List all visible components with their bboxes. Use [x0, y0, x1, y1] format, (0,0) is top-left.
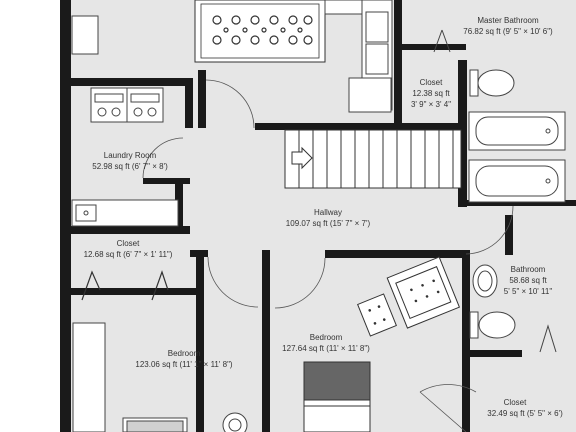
room-name-master-bathroom: Master Bathroom	[477, 16, 539, 25]
sofa-icon	[324, 0, 393, 113]
stairs-arrow-icon	[291, 146, 313, 170]
bathroom-fixtures	[469, 264, 557, 353]
room-area-bedroom-mid: 127.64 sq ft (11' × 11' 8")	[282, 344, 370, 353]
wall-master-left	[458, 60, 467, 207]
living-furniture	[71, 0, 393, 113]
sink-icon-bathroom	[472, 264, 498, 298]
stairs	[284, 129, 462, 189]
corridor-floor	[200, 255, 270, 432]
stairs-outline	[284, 129, 462, 189]
dryer-icon	[126, 87, 164, 123]
room-labels: Master Bathroom 76.82 sq ft (9' 5" × 10'…	[84, 16, 564, 418]
room-name-hallway: Hallway	[314, 208, 342, 217]
door-swing-laundry	[142, 137, 184, 179]
walls	[60, 0, 576, 432]
bathtub-icon	[468, 111, 566, 151]
wall-bathroom-bottom	[466, 350, 522, 357]
door-leaf-closet-bottom	[419, 391, 467, 432]
wall-laundry-right-stub	[143, 178, 190, 184]
master-bath-fixtures	[433, 29, 566, 203]
room-area-bedroom-left: 123.06 sq ft (11' 1" × 11' 8")	[135, 360, 233, 369]
room-area-hallway: 109.07 sq ft (15' 7" × 7')	[286, 219, 371, 228]
wall-left	[60, 0, 71, 432]
closet-left-fixtures	[81, 270, 169, 301]
wall-hall-left-stub	[190, 250, 208, 257]
wall-bathroom-left	[462, 255, 470, 432]
ottoman-icon	[357, 293, 397, 337]
rug-pattern	[212, 15, 313, 45]
room-name-closet-bottom: Closet	[504, 398, 527, 407]
room-area-laundry: 52.98 sq ft (6' 7" × 8')	[92, 162, 168, 171]
dresser	[72, 322, 106, 432]
room-name-laundry: Laundry Room	[104, 151, 157, 160]
room-area-closet-top-1: 12.38 sq ft	[412, 89, 450, 98]
wall-laundry-right-lower	[175, 178, 183, 228]
room-area-bathroom-2: 5' 5" × 10' 11"	[504, 287, 553, 296]
room-name-closet-top: Closet	[420, 78, 443, 87]
room-name-bathroom: Bathroom	[511, 265, 546, 274]
closet-bottom-floor	[466, 355, 576, 432]
wall-closet-top-mid	[396, 44, 466, 50]
door-swing-bedroom-left	[207, 256, 259, 308]
room-name-bedroom-mid: Bedroom	[310, 333, 343, 342]
wall-master-bottom	[466, 200, 576, 206]
wall-laundry-top	[60, 78, 190, 86]
wall-stairs-top	[255, 123, 460, 130]
room-area-closet-top-2: 3' 9" × 3' 4"	[411, 100, 451, 109]
hanger-icon-1	[81, 270, 101, 301]
doors	[142, 79, 514, 432]
room-area-closet-bottom: 32.49 sq ft (5' 5" × 6')	[487, 409, 563, 418]
wall-closet-left-bottom	[60, 288, 200, 295]
toilet-icon-bathroom	[469, 311, 516, 339]
door-swing-closet-bottom	[419, 384, 477, 393]
rug-icon	[194, 0, 326, 63]
door-swing-hall	[205, 79, 255, 129]
wall-bedroom-mid-top	[325, 250, 470, 258]
armchair-icon	[386, 256, 461, 329]
wall-closet-top-left	[394, 0, 402, 125]
hanger-icon-bathroom	[539, 324, 557, 353]
door-swing-bedroom-mid	[274, 257, 326, 309]
laundry-fixtures	[71, 87, 179, 227]
room-name-closet-left: Closet	[117, 239, 140, 248]
wall-bedroom-left-right	[196, 255, 204, 432]
room-area-master-bathroom: 76.82 sq ft (9' 5" × 10' 6")	[463, 27, 553, 36]
side-table	[71, 15, 99, 55]
room-area-closet-left: 12.68 sq ft (6' 7" × 1' 11")	[84, 250, 173, 259]
closet-top-floor	[400, 0, 466, 130]
room-name-bedroom-left: Bedroom	[168, 349, 201, 358]
door-swing-bathroom	[465, 205, 514, 255]
wall-laundry-right-upper	[185, 78, 193, 128]
closet-hanger-icon	[433, 29, 451, 53]
wall-bathroom-top-stub	[505, 215, 513, 255]
room-area-bathroom-1: 58.68 sq ft	[509, 276, 547, 285]
hanger-icon-2	[151, 270, 169, 301]
wall-laundry-bottom	[60, 226, 190, 234]
bedroom-left-furniture	[72, 322, 248, 432]
wall-door-jamb	[198, 70, 206, 128]
wall-corridor-right	[262, 250, 270, 432]
toilet-icon	[469, 69, 515, 97]
bathtub-icon-2	[468, 159, 566, 203]
sink-icon	[75, 204, 97, 222]
washer-icon	[90, 87, 128, 123]
bed-icon	[303, 361, 371, 432]
lamp-icon	[222, 412, 248, 432]
